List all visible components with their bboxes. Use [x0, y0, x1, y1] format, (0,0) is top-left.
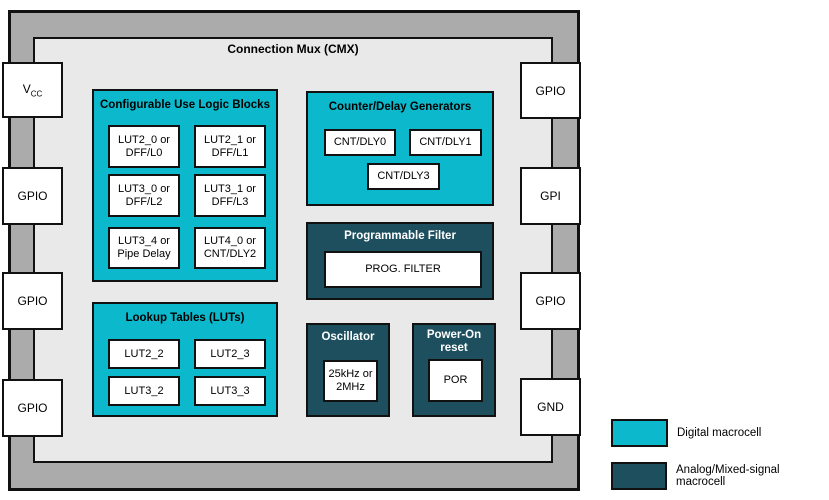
- pin-gpio-left-3: GPIO: [2, 379, 63, 437]
- block-oscillator: Oscillator 25kHz or 2MHz: [306, 323, 390, 417]
- lut-cell: LUT3_3: [194, 376, 266, 406]
- pin-label: GPIO: [17, 294, 48, 308]
- block-title: Lookup Tables (LUTs): [125, 312, 245, 324]
- legend-swatch-digital: [611, 419, 668, 447]
- pin-label: GPI: [540, 189, 561, 203]
- pin-label: GPIO: [17, 189, 48, 203]
- clb-cell: LUT3_4 or Pipe Delay: [108, 227, 180, 269]
- block-title: Oscillator: [321, 331, 375, 343]
- pin-gpi-right: GPI: [520, 167, 581, 225]
- clb-cell: LUT4_0 or CNT/DLY2: [194, 227, 266, 269]
- clb-cell: LUT2_0 or DFF/L0: [108, 125, 180, 168]
- pin-label: GND: [537, 400, 564, 414]
- block-configurable-use-logic: Configurable Use Logic Blocks LUT2_0 or …: [92, 89, 278, 282]
- block-title: Configurable Use Logic Blocks: [100, 99, 270, 111]
- lut-cell: LUT2_3: [194, 339, 266, 369]
- cnt-cell: CNT/DLY0: [324, 129, 396, 156]
- connection-mux-title: Connection Mux (CMX): [227, 42, 359, 56]
- cnt-cell: CNT/DLY1: [409, 129, 482, 156]
- pin-gnd: GND: [520, 378, 581, 436]
- clb-cell: LUT3_1 or DFF/L3: [194, 174, 266, 217]
- legend-swatch-analog: [611, 462, 667, 490]
- block-title: Counter/Delay Generators: [328, 101, 472, 113]
- pin-label: GPIO: [17, 401, 48, 415]
- oscillator-cell: 25kHz or 2MHz: [323, 360, 378, 402]
- clb-cell: LUT2_1 or DFF/L1: [194, 125, 266, 168]
- pin-vcc-label: VCC: [22, 81, 43, 99]
- block-programmable-filter: Programmable Filter PROG. FILTER: [306, 222, 494, 300]
- block-title: Programmable Filter: [344, 230, 456, 242]
- cnt-cell: CNT/DLY3: [367, 163, 440, 190]
- lut-cell: LUT3_2: [108, 376, 180, 406]
- pin-label: GPIO: [535, 294, 566, 308]
- pin-gpio-left-2: GPIO: [2, 272, 63, 330]
- lut-cell: LUT2_2: [108, 339, 180, 369]
- block-lookup-tables: Lookup Tables (LUTs) LUT2_2 LUT2_3 LUT3_…: [92, 302, 278, 417]
- legend-digital: Digital macrocell: [611, 419, 761, 447]
- pin-gpio-right-1: GPIO: [520, 62, 581, 119]
- pin-vcc: VCC: [2, 62, 63, 118]
- block-power-on-reset: Power-On reset POR: [412, 323, 496, 417]
- pin-gpio-left-1: GPIO: [2, 167, 63, 225]
- legend-label: Analog/Mixed-signal macrocell: [676, 464, 780, 488]
- prog-filter-cell: PROG. FILTER: [324, 251, 482, 288]
- legend-label: Digital macrocell: [677, 427, 762, 439]
- block-title: Power-On reset: [426, 329, 482, 354]
- por-cell: POR: [428, 359, 483, 402]
- block-counter-delay-generators: Counter/Delay Generators CNT/DLY0 CNT/DL…: [306, 91, 494, 206]
- legend-analog: Analog/Mixed-signal macrocell: [611, 462, 829, 490]
- clb-cell: LUT3_0 or DFF/L2: [108, 174, 180, 217]
- pin-label: GPIO: [535, 83, 566, 98]
- pin-gpio-right-2: GPIO: [520, 272, 581, 330]
